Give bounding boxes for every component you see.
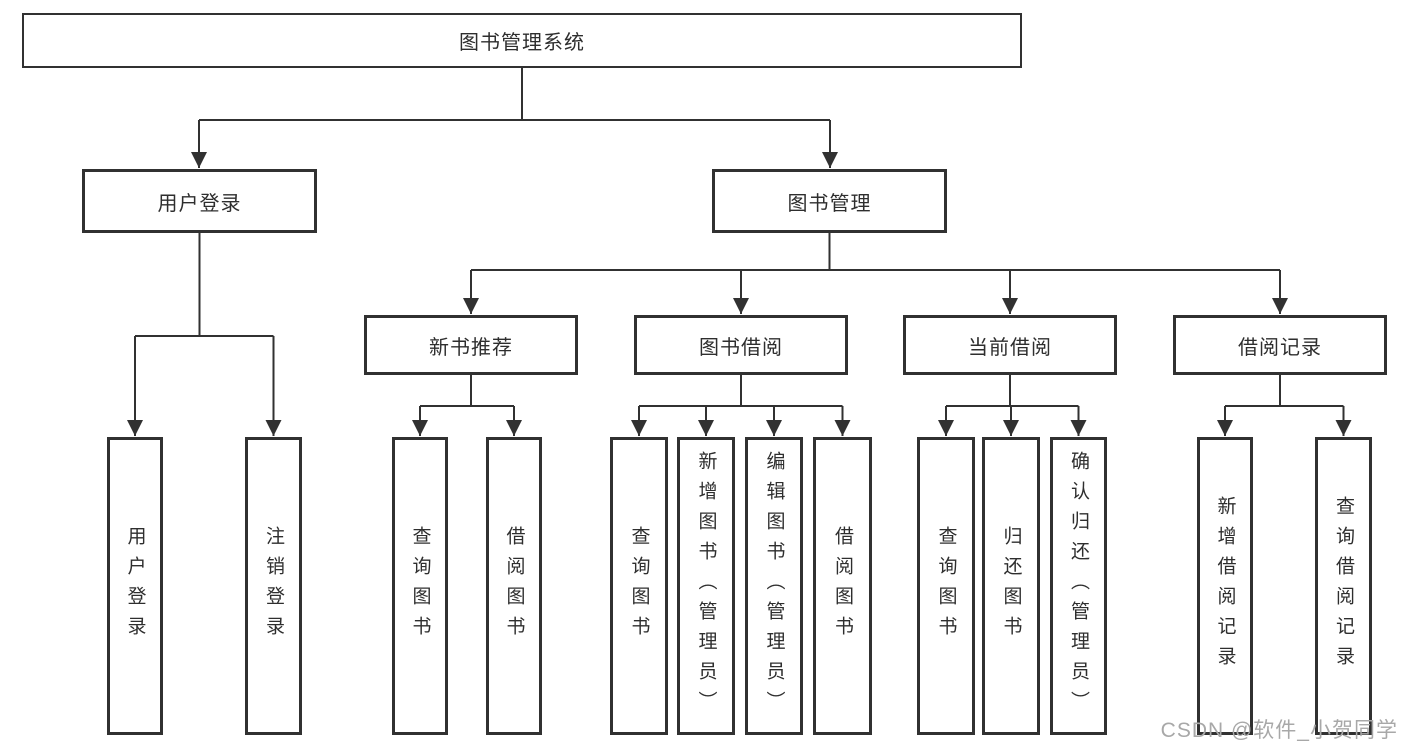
node-borrowing-records-label: 借阅记录	[1238, 336, 1322, 359]
node-book-borrowing-label: 图书借阅	[699, 336, 783, 359]
node-book-management-label: 图书管理	[787, 192, 872, 215]
node-new-book-recommend-label: 新书推荐	[429, 336, 513, 359]
node-leaf-add-borrow-record-label: 新增借阅记录	[1214, 496, 1236, 676]
node-root-label: 图书管理系统	[459, 32, 585, 54]
node-leaf-borrow-books-1: 借阅图书	[486, 437, 542, 735]
node-leaf-query-books-1: 查询图书	[392, 437, 448, 735]
watermark: CSDN @软件_小贺同学	[1160, 719, 1398, 742]
node-leaf-query-books-1-label: 查询图书	[409, 526, 431, 646]
node-leaf-confirm-return-label: 确认归还（管理员）	[1068, 451, 1089, 721]
node-new-book-recommend: 新书推荐	[364, 315, 578, 375]
node-leaf-borrow-books-1-label: 借阅图书	[503, 526, 525, 646]
node-leaf-add-borrow-record: 新增借阅记录	[1197, 437, 1253, 735]
node-leaf-add-books: 新增图书（管理员）	[677, 437, 735, 735]
node-leaf-user-login-label: 用户登录	[124, 526, 146, 646]
node-leaf-return-books-label: 归还图书	[1000, 526, 1022, 646]
node-leaf-logout-label: 注销登录	[263, 526, 284, 646]
node-leaf-borrow-books-2-label: 借阅图书	[832, 526, 853, 646]
connector-rails	[135, 68, 1344, 407]
node-leaf-query-books-2: 查询图书	[610, 437, 668, 735]
node-leaf-logout: 注销登录	[245, 437, 302, 735]
node-leaf-query-books-3-label: 查询图书	[935, 526, 957, 646]
node-user-login-label: 用户登录	[157, 192, 242, 215]
node-borrowing-records: 借阅记录	[1173, 315, 1387, 375]
node-leaf-query-books-2-label: 查询图书	[628, 526, 650, 646]
node-user-login: 用户登录	[82, 169, 317, 233]
node-leaf-add-books-label: 新增图书（管理员）	[695, 451, 717, 721]
node-leaf-confirm-return: 确认归还（管理员）	[1050, 437, 1107, 735]
node-book-management: 图书管理	[712, 169, 947, 233]
node-leaf-edit-books: 编辑图书（管理员）	[745, 437, 803, 735]
node-leaf-query-books-3: 查询图书	[917, 437, 975, 735]
node-leaf-query-borrow-record-label: 查询借阅记录	[1333, 496, 1354, 676]
node-leaf-borrow-books-2: 借阅图书	[813, 437, 872, 735]
node-leaf-return-books: 归还图书	[982, 437, 1040, 735]
node-leaf-edit-books-label: 编辑图书（管理员）	[763, 451, 785, 721]
node-current-borrowing: 当前借阅	[903, 315, 1117, 375]
node-book-borrowing: 图书借阅	[634, 315, 848, 375]
node-current-borrowing-label: 当前借阅	[968, 336, 1052, 359]
node-root: 图书管理系统	[22, 13, 1022, 68]
node-leaf-user-login: 用户登录	[107, 437, 163, 735]
node-leaf-query-borrow-record: 查询借阅记录	[1315, 437, 1372, 735]
